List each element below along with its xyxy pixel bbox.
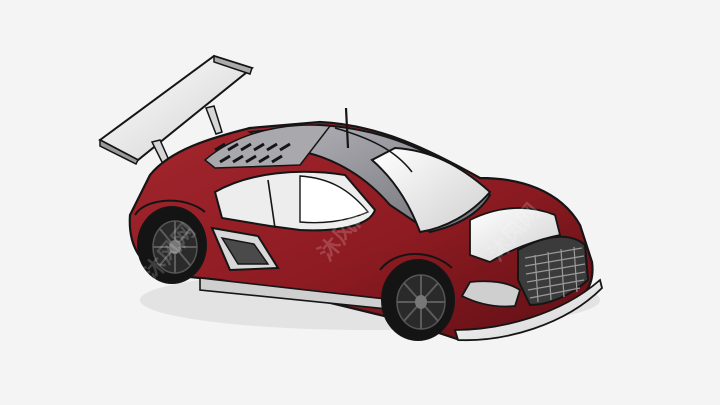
car-body bbox=[128, 107, 603, 342]
wheel-arch-rear bbox=[134, 199, 206, 216]
front-wheel bbox=[381, 259, 455, 341]
wheel-arch-front bbox=[379, 253, 453, 271]
rear-wheel bbox=[137, 206, 207, 284]
engine-vents bbox=[203, 124, 332, 169]
front-grille bbox=[517, 235, 590, 307]
